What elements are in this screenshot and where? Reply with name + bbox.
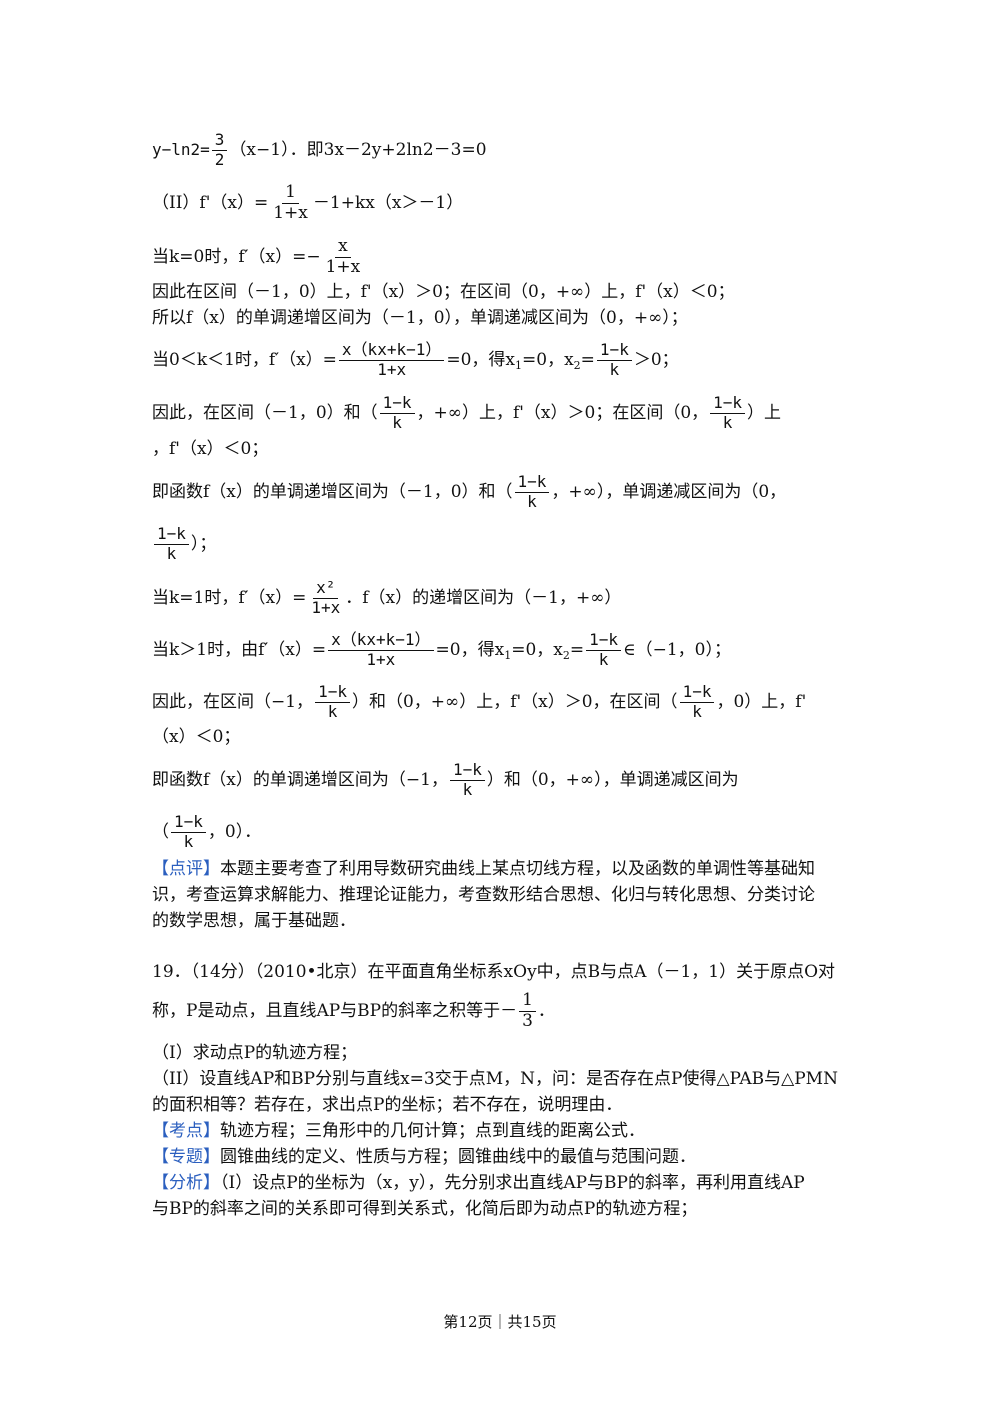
question-part-2: （II）设直线AP和BP分别与直线x=3交于点M，N，问：是否存在点P使得△PA…: [152, 1069, 838, 1089]
fraction: x（kx+k−1）1+x: [328, 631, 434, 669]
case-k-greater-1: 当k＞1时，由f′（x）=x（kx+k−1）1+x=0，得x1=0，x2=1−k…: [152, 630, 731, 669]
question-part-2-cont: 的面积相等？若存在，求出点P的坐标；若不存在，说明理由．: [152, 1095, 623, 1115]
case-k-between-0-1: 当0＜k＜1时，f′（x）=x（kx+k−1）1+x=0，得x1=0，x2=1−…: [152, 340, 679, 379]
text-line: （x）＜0；: [152, 727, 241, 747]
question-part-1: （I）求动点P的轨迹方程；: [152, 1043, 358, 1063]
knowledge-point-line: 【考点】轨迹方程；三角形中的几何计算；点到直线的距离公式．: [152, 1121, 645, 1141]
question-19-title: 19．（14分）（2010•北京）在平面直角坐标系xOy中，点B与点A（－1，1…: [152, 962, 836, 982]
topic-tag: 【专题】: [152, 1147, 220, 1167]
comment-line: 识，考查运算求解能力、推理论证能力，考查数形结合思想、化归与转化思想、分类讨论: [152, 885, 815, 905]
comment-line: 的数学思想，属于基础题．: [152, 911, 356, 931]
analysis-line: 【分析】（I）设点P的坐标为（x，y），先分别求出直线AP与BP的斜率，再利用直…: [152, 1173, 805, 1193]
text-line: 因此在区间（－1，0）上，f'（x）＞0；在区间（0，+∞）上，f'（x）＜0；: [152, 282, 735, 302]
topic-line: 【专题】圆锥曲线的定义、性质与方程；圆锥曲线中的最值与范围问题．: [152, 1147, 696, 1167]
knowledge-point-tag: 【考点】: [152, 1121, 220, 1141]
text-line: ，f'（x）＜0；: [152, 439, 269, 459]
fraction: x（kx+k−1）1+x: [338, 341, 445, 379]
text-line: 所以f（x）的单调递增区间为（－1，0），单调递减区间为（0，+∞）；: [152, 308, 688, 328]
page-footer: 第12页｜共15页: [443, 1313, 557, 1331]
analysis-tag: 【分析】: [152, 1173, 220, 1193]
comment-tag: 【点评】: [152, 859, 220, 879]
analysis-line: 与BP的斜率之间的关系即可得到关系式，化简后即为动点P的轨迹方程；: [152, 1199, 698, 1219]
comment-line: 【点评】本题主要考查了利用导数研究曲线上某点切线方程，以及函数的单调性等基础知: [152, 859, 815, 879]
